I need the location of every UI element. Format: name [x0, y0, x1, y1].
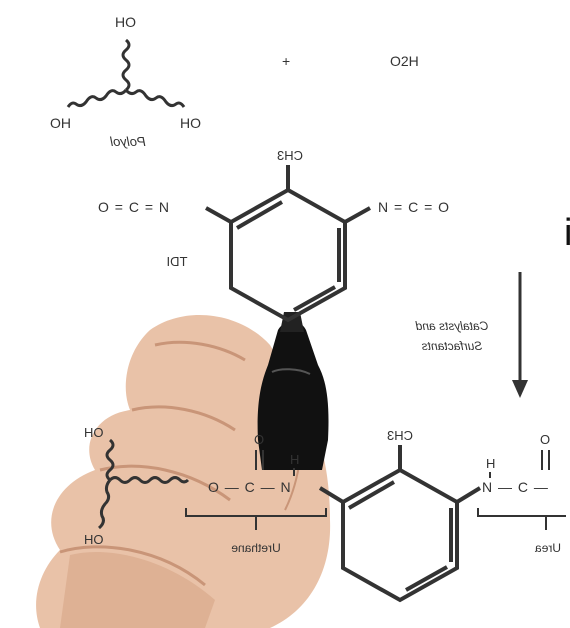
polyol-oh-right-label: HO [180, 115, 201, 131]
tdi-right-group-label: N = C = O [378, 199, 450, 215]
polyol-oh-left-label: OH [50, 115, 71, 131]
polyol-name-label: Polyol [109, 134, 146, 149]
urea-o-label: O [540, 432, 550, 447]
product-ho-top-label: HO [84, 425, 104, 440]
product-polyol-chain [97, 438, 190, 530]
urea-name-label: Urea [535, 541, 561, 555]
side-text: i: [564, 212, 570, 254]
plus-sign: + [282, 53, 290, 69]
polyol-molecule [66, 38, 186, 108]
polyol-oh-top-label: HO [115, 14, 136, 30]
urethane-o-label: O [254, 432, 264, 447]
tdi-name-label: TDI [167, 254, 188, 269]
product-ho-bottom-label: HO [84, 532, 104, 547]
urethane-name-label: Urethane [231, 541, 281, 555]
product-ch3-label: CH3 [387, 428, 413, 443]
urethane-chain-label: O — C — N [208, 479, 292, 495]
urea-h-label: H [486, 456, 495, 471]
marker-pen [257, 312, 329, 470]
tdi-ch3-label: CH3 [277, 148, 303, 163]
reaction-arrow [512, 272, 528, 398]
catalyst-label-line2: Surfactants [422, 339, 483, 353]
urethane-bracket [185, 508, 327, 530]
product-ring [318, 445, 482, 603]
hand-illustration [36, 314, 331, 628]
urea-carbonyl-bond [541, 450, 550, 470]
tdi-ring [205, 165, 371, 323]
water-label: O2H [390, 53, 419, 69]
urea-bracket [477, 508, 566, 530]
urethane-carbonyl-bond [255, 450, 264, 470]
catalyst-label-line1: Catalysts and [415, 319, 488, 333]
urethane-h-label: H [290, 452, 299, 467]
tdi-left-group-label: O = C = N [98, 199, 170, 215]
urea-chain-label: N — C — [482, 479, 549, 495]
